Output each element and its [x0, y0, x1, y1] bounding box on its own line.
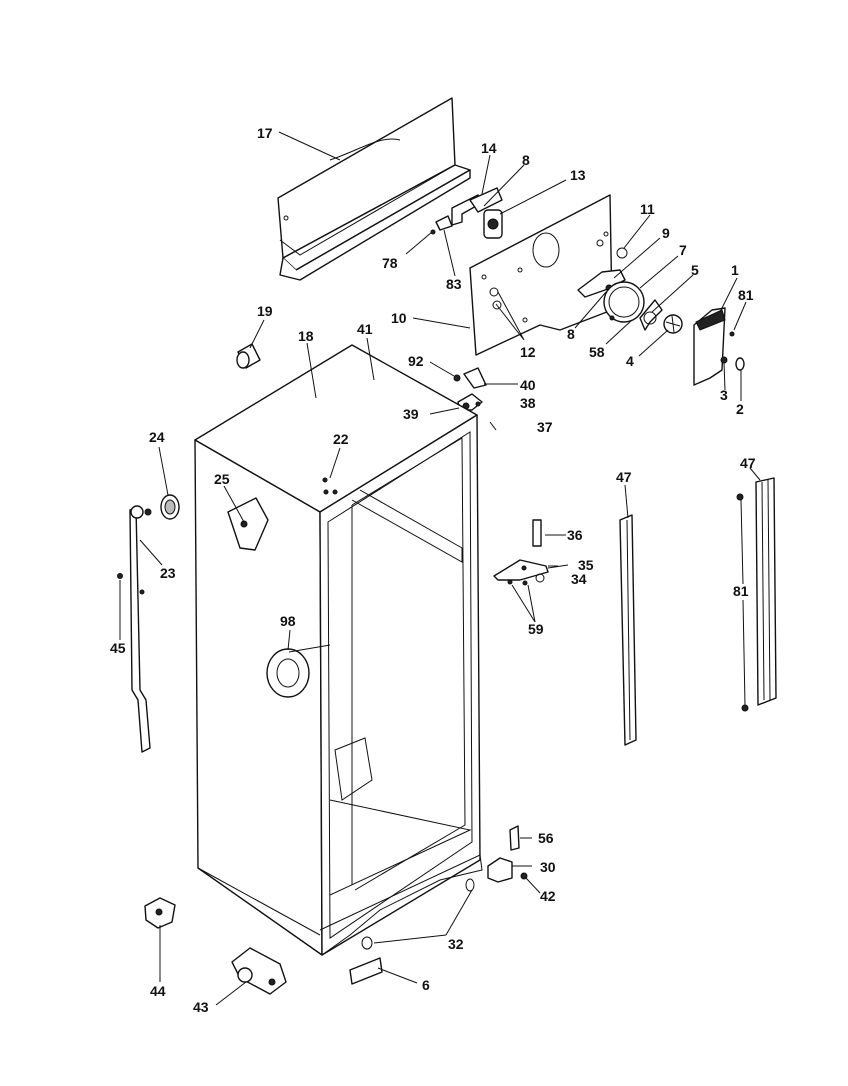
part-47-strip-right	[736, 477, 777, 712]
callout-14: 14	[481, 140, 497, 156]
callout-45: 45	[110, 640, 126, 656]
part-44-bracket	[144, 897, 176, 929]
callout-5: 5	[691, 262, 699, 278]
callout-34: 34	[571, 571, 587, 587]
callout-37: 37	[537, 419, 553, 435]
callout-98: 98	[280, 613, 296, 629]
part-10-panel	[469, 194, 613, 356]
part-17-top-trim	[277, 97, 471, 281]
part-7-fan-ring	[603, 281, 645, 323]
callout-44: 44	[150, 983, 166, 999]
callout-4: 4	[626, 353, 634, 369]
cabinet-body	[194, 344, 483, 956]
callout-43: 43	[193, 999, 209, 1015]
part-40-hinge	[453, 367, 497, 431]
part-6-strip	[349, 957, 383, 985]
callout-83: 83	[446, 276, 462, 292]
part-32-plug-right	[465, 878, 475, 892]
callout-23: 23	[160, 565, 176, 581]
part-11-grommet	[616, 247, 628, 259]
callout-labels: 17 14 8 13 78 83 11 9 7 5 1 81 10 12 8 5…	[110, 125, 756, 1015]
callout-58: 58	[589, 344, 605, 360]
part-32-plug-left	[361, 936, 373, 950]
callout-38: 38	[520, 395, 536, 411]
callout-11: 11	[640, 201, 655, 217]
callout-30: 30	[540, 859, 556, 875]
callout-36: 36	[567, 527, 583, 543]
callout-18: 18	[298, 328, 314, 344]
callout-22: 22	[333, 431, 349, 447]
dash-marks	[515, 383, 558, 867]
callout-56: 56	[538, 830, 554, 846]
callout-47: 47	[740, 455, 756, 471]
callout-81: 81	[738, 287, 754, 303]
callout-7: 7	[679, 242, 687, 258]
part-4-fan	[663, 314, 683, 334]
callout-39: 39	[403, 406, 419, 422]
callout-41: 41	[357, 321, 373, 337]
callout-6: 6	[422, 977, 430, 993]
part-36-pin	[532, 519, 542, 547]
part-43-roller	[231, 947, 287, 995]
callout-3: 3	[720, 387, 728, 403]
callout-32: 32	[448, 936, 464, 952]
callout-40: 40	[520, 377, 536, 393]
part-19-bushing	[236, 343, 261, 369]
callout-78: 78	[382, 255, 398, 271]
part-24-bushing	[160, 494, 180, 520]
callout-10: 10	[391, 310, 407, 326]
callout-81: 81	[733, 583, 749, 599]
part-47-strip-left	[619, 514, 637, 746]
part-13-damper	[483, 209, 503, 239]
callout-2: 2	[736, 401, 744, 417]
part-98-grommet	[266, 648, 310, 698]
part-1-motor-bracket	[693, 307, 745, 386]
callout-59: 59	[528, 621, 544, 637]
callout-12: 12	[520, 344, 536, 360]
part-23-rod	[117, 505, 152, 753]
callout-8: 8	[522, 152, 530, 168]
callout-19: 19	[257, 303, 273, 319]
callout-42: 42	[540, 888, 556, 904]
part-83-clip	[430, 215, 453, 235]
callout-25: 25	[214, 471, 230, 487]
callout-47: 47	[616, 469, 632, 485]
part-56-pin	[509, 825, 520, 851]
callout-13: 13	[570, 167, 586, 183]
part-35-hinge	[493, 559, 549, 586]
callout-9: 9	[662, 225, 670, 241]
callout-92: 92	[408, 353, 424, 369]
part-30-bracket	[487, 857, 528, 883]
callout-17: 17	[257, 125, 273, 141]
leader-lines	[119, 131, 761, 1006]
callout-35: 35	[578, 557, 594, 573]
callout-1: 1	[731, 262, 739, 278]
callout-24: 24	[149, 429, 165, 445]
callout-8: 8	[567, 326, 575, 342]
